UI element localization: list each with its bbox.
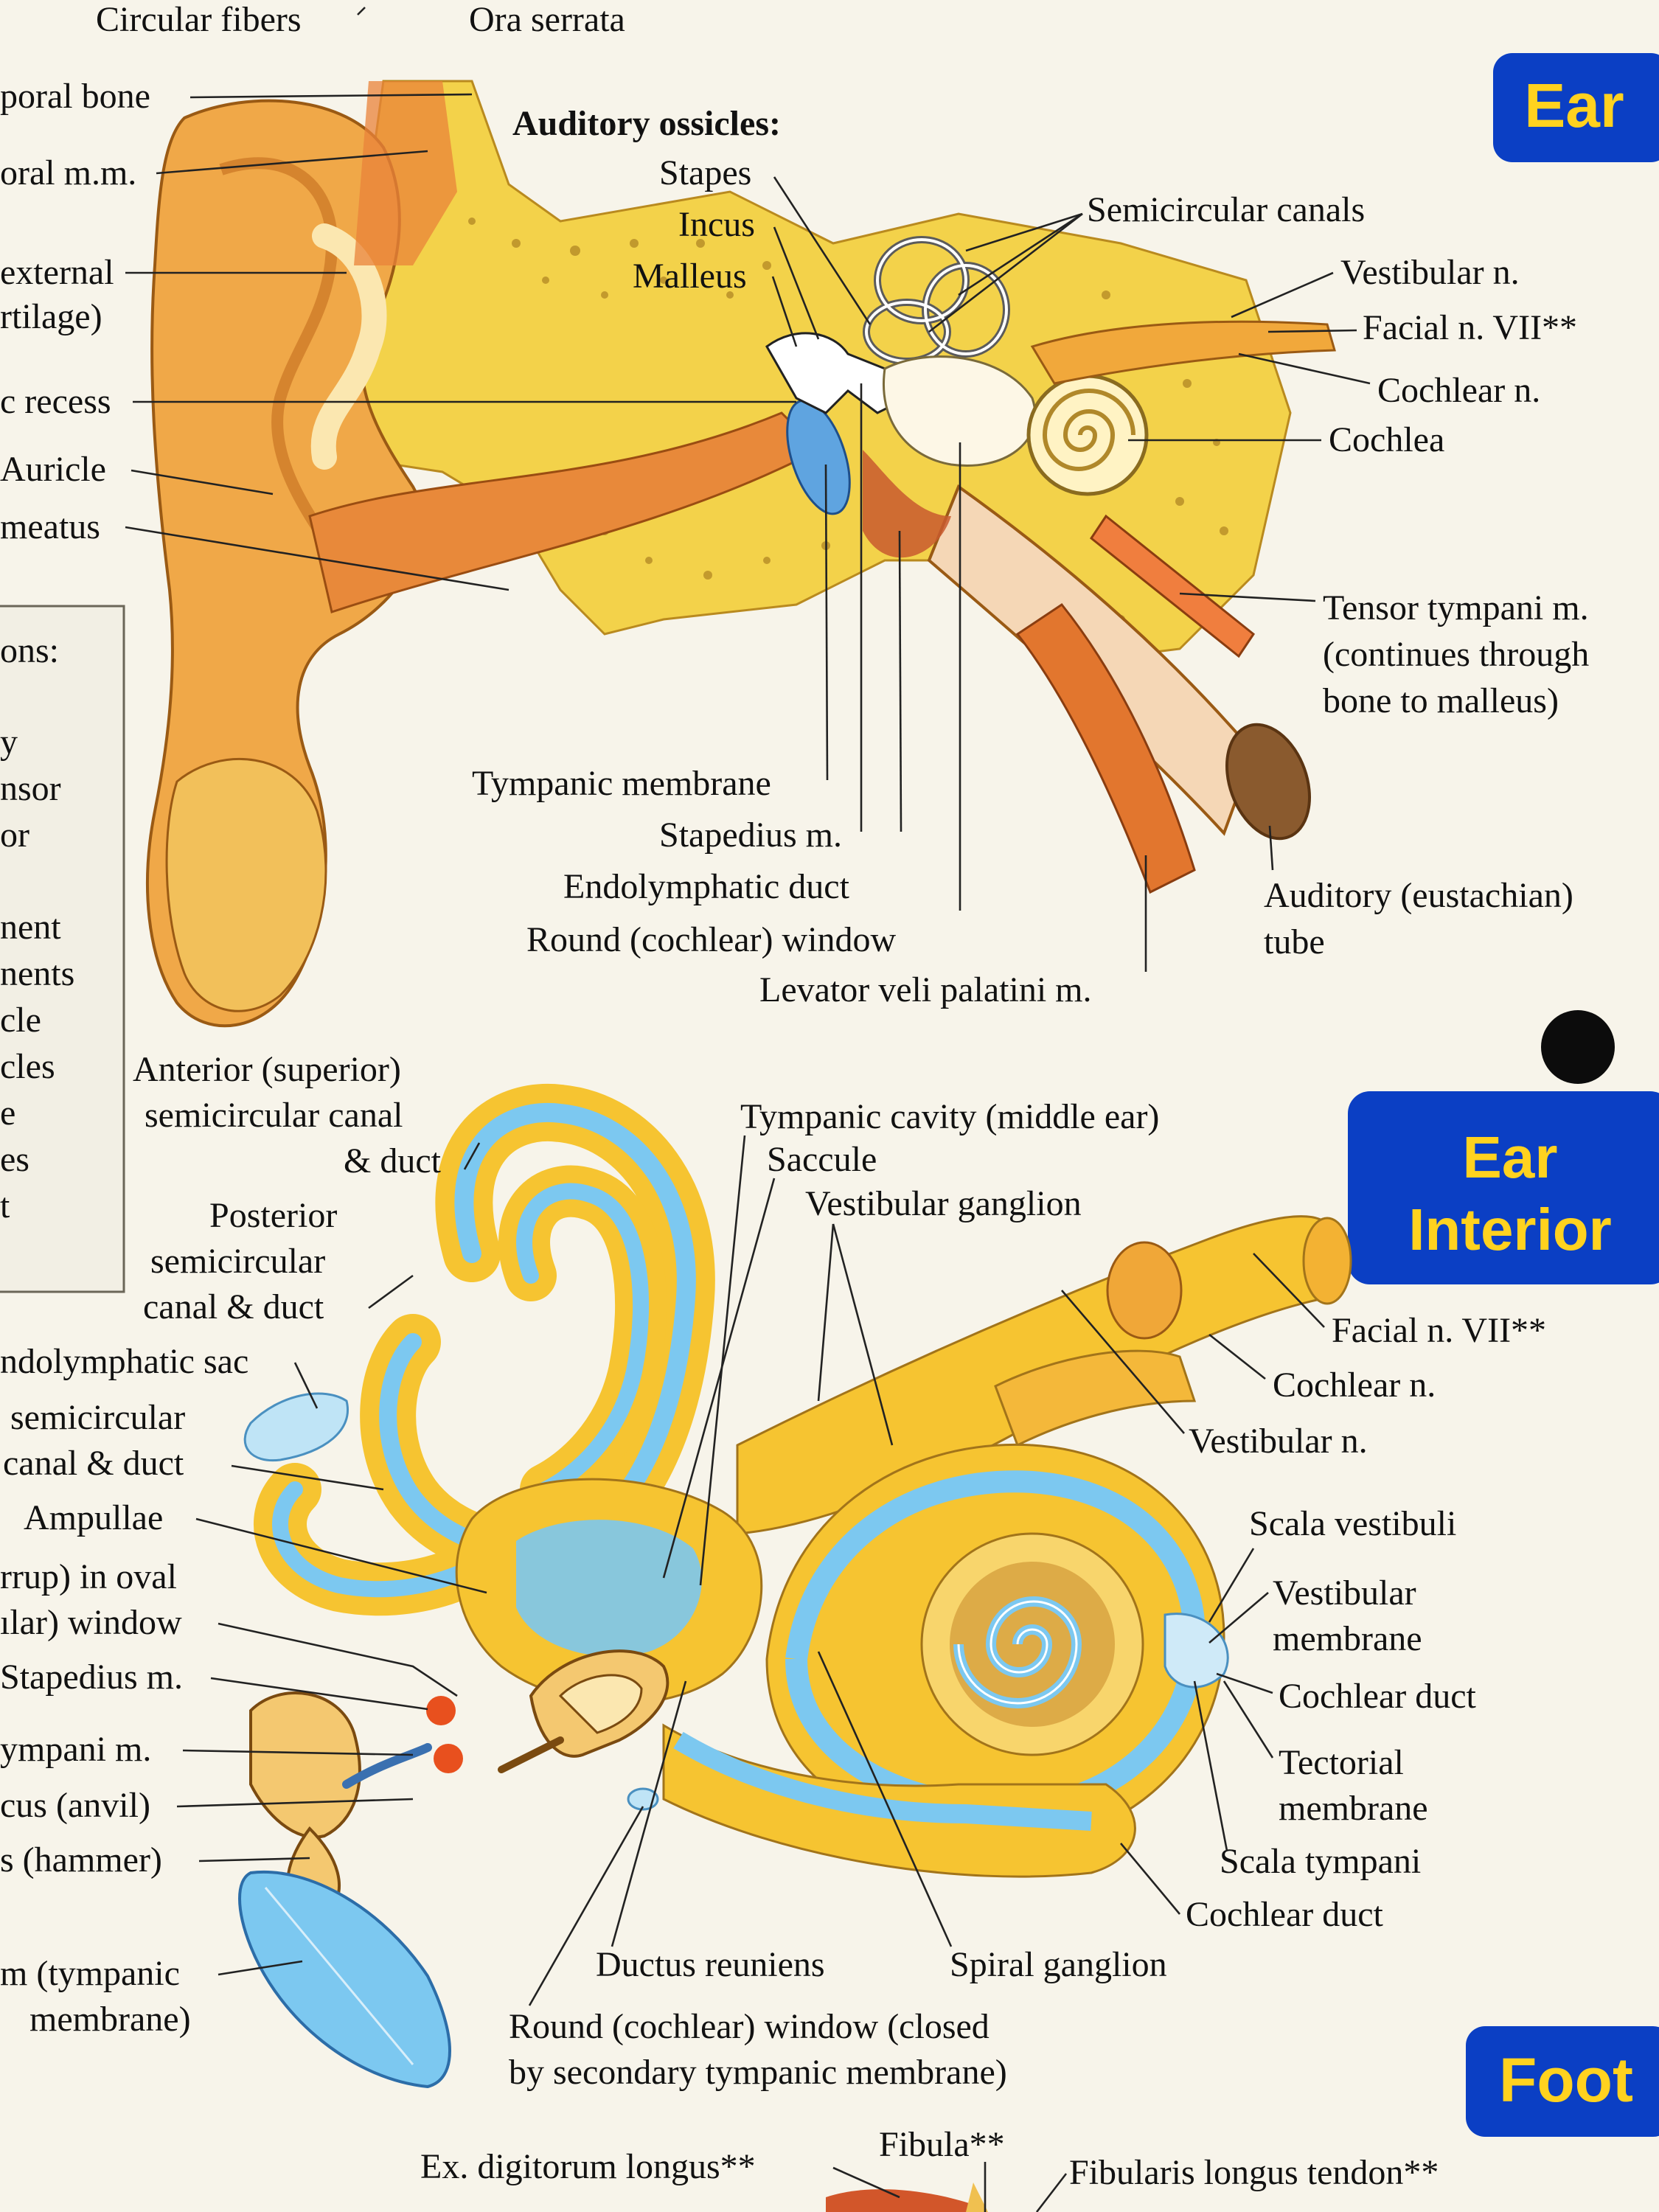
tab-foot[interactable]: Foot: [1466, 2026, 1659, 2137]
legend-heading: ons:: [0, 631, 59, 670]
label-malleus: Malleus: [633, 257, 747, 296]
label-saccule: Saccule: [767, 1140, 877, 1179]
label-stirrup-2: ılar) window: [0, 1603, 182, 1642]
label-cochlear-n: Cochlear n.: [1377, 371, 1540, 410]
legend-line: nent: [0, 908, 61, 947]
interior-tympanic-membrane-shape: [240, 1872, 450, 2087]
label-lateral-1: semicircular: [10, 1398, 185, 1437]
legend-line: es: [0, 1140, 29, 1179]
label-stapes: Stapes: [659, 153, 751, 192]
label-posterior-3: canal & duct: [143, 1287, 324, 1326]
punch-hole: [1541, 1010, 1615, 1084]
label-ampullae: Ampullae: [24, 1498, 163, 1537]
label-external-2: rtilage): [0, 297, 102, 336]
legend-line: y: [0, 723, 18, 762]
label-tensor-2: (continues through: [1323, 635, 1589, 674]
label-levator: Levator veli palatini m.: [759, 970, 1092, 1009]
label-vestibular-membrane-1: Vestibular: [1273, 1573, 1416, 1613]
label-semicircular-canals: Semicircular canals: [1087, 190, 1365, 229]
label-vestibular-ganglion: Vestibular ganglion: [805, 1184, 1082, 1223]
ear-interior-illustration: [240, 1113, 1351, 2087]
label-temporal-bone: poral bone: [0, 77, 150, 116]
tab-ear-interior[interactable]: Ear Interior: [1348, 1091, 1659, 1284]
label-auditory-tube-2: tube: [1264, 922, 1325, 961]
label-cochlear-duct: Cochlear duct: [1279, 1677, 1477, 1716]
label-cochlear-duct-2: Cochlear duct: [1186, 1895, 1384, 1934]
ear-lobe: [167, 759, 326, 1011]
label-stapedius: Stapedius m.: [659, 815, 842, 855]
label-round-window: Round (cochlear) window: [526, 920, 897, 959]
label-auricle: Auricle: [0, 450, 106, 489]
legend-line: t: [0, 1186, 10, 1225]
label-interior-cochlear-n: Cochlear n.: [1273, 1366, 1436, 1405]
label-anterior-1: Anterior (superior): [133, 1050, 401, 1089]
label-interior-facial-n: Facial n. VII**: [1332, 1311, 1546, 1350]
tab-ear[interactable]: Ear: [1493, 53, 1659, 162]
label-tympanic-cavity: Tympanic cavity (middle ear): [740, 1097, 1159, 1136]
interior-labels: Anterior (superior) semicircular canal &…: [0, 1050, 1546, 2092]
label-anterior-3: & duct: [344, 1141, 442, 1180]
cochlea-shape: [1029, 376, 1147, 494]
interior-incus-shape: [251, 1693, 360, 1837]
label-endolymphatic-duct: Endolymphatic duct: [563, 867, 850, 906]
label-tensor-1: Tensor tympani m.: [1323, 588, 1589, 627]
label-auditory-ossicles: Auditory ossicles:: [512, 104, 781, 143]
tab-ear-interior-label-1: Ear: [1463, 1124, 1558, 1190]
label-scala-tympani: Scala tympani: [1220, 1842, 1421, 1881]
label-incus: Incus: [678, 205, 755, 244]
label-endolymphatic-sac: ndolymphatic sac: [0, 1342, 248, 1381]
label-cochlea: Cochlea: [1329, 420, 1444, 459]
legend-line: nsor: [0, 769, 61, 808]
label-auditory-tube-1: Auditory (eustachian): [1264, 876, 1573, 915]
tab-ear-interior-label-2: Interior: [1408, 1197, 1612, 1262]
label-eardrum-1: m (tympanic: [0, 1954, 180, 1993]
legend-line: cle: [0, 1001, 41, 1040]
foot-section: Ex. digitorum longus** Fibula** Fibulari…: [420, 2125, 1439, 2212]
label-vestibular-membrane-2: membrane: [1273, 1619, 1422, 1658]
label-lateral-2: canal & duct: [3, 1444, 184, 1483]
label-posterior-2: semicircular: [150, 1242, 325, 1281]
legend-line: e: [0, 1093, 15, 1133]
label-interior-round-window-2: by secondary tympanic membrane): [509, 2053, 1007, 2092]
label-interior-stapedius: Stapedius m.: [0, 1658, 183, 1697]
legend-line: nents: [0, 954, 74, 993]
label-facial-n: Facial n. VII**: [1363, 308, 1577, 347]
label-meatus: meatus: [0, 507, 100, 546]
label-tensor-3: bone to malleus): [1323, 681, 1559, 720]
label-interior-vestibular-n: Vestibular n.: [1189, 1422, 1368, 1461]
label-ora-serrata: Ora serrata: [469, 0, 625, 39]
label-spiral-ganglion: Spiral ganglion: [950, 1945, 1167, 1984]
label-interior-round-window-1: Round (cochlear) window (closed: [509, 2007, 990, 2046]
label-scala-vestibuli: Scala vestibuli: [1249, 1504, 1456, 1543]
label-interior-hammer: s (hammer): [0, 1840, 162, 1879]
label-vestibular-n: Vestibular n.: [1340, 253, 1520, 292]
tab-foot-label: Foot: [1499, 2045, 1633, 2115]
label-posterior-1: Posterior: [209, 1196, 337, 1235]
label-tympanic-membrane: Tympanic membrane: [472, 764, 771, 803]
tab-ear-label: Ear: [1524, 71, 1624, 140]
label-ductus-reuniens: Ductus reuniens: [596, 1945, 825, 1984]
label-recess: c recess: [0, 382, 111, 421]
label-circular-fibers: Circular fibers: [96, 0, 302, 39]
label-temporal-mm: oral m.m.: [0, 153, 136, 192]
label-stirrup-1: rrup) in oval: [0, 1557, 177, 1596]
label-interior-incus: cus (anvil): [0, 1786, 150, 1825]
label-eardrum-2: membrane): [29, 2000, 191, 2039]
label-tectorial-2: membrane: [1279, 1789, 1428, 1828]
label-external-1: external: [0, 253, 114, 292]
label-fibularis-longus: Fibularis longus tendon**: [1069, 2153, 1439, 2192]
label-tectorial-1: Tectorial: [1279, 1743, 1404, 1782]
legend-box: ons: y nsor or nent nents cle cles e es …: [0, 606, 124, 1292]
label-interior-tympani: ympani m.: [0, 1730, 151, 1769]
legend-line: or: [0, 815, 29, 855]
label-anterior-2: semicircular canal: [145, 1096, 403, 1135]
label-fibula: Fibula**: [879, 2125, 1005, 2164]
label-ex-digitorum: Ex. digitorum longus**: [420, 2147, 756, 2186]
legend-line: cles: [0, 1047, 55, 1086]
